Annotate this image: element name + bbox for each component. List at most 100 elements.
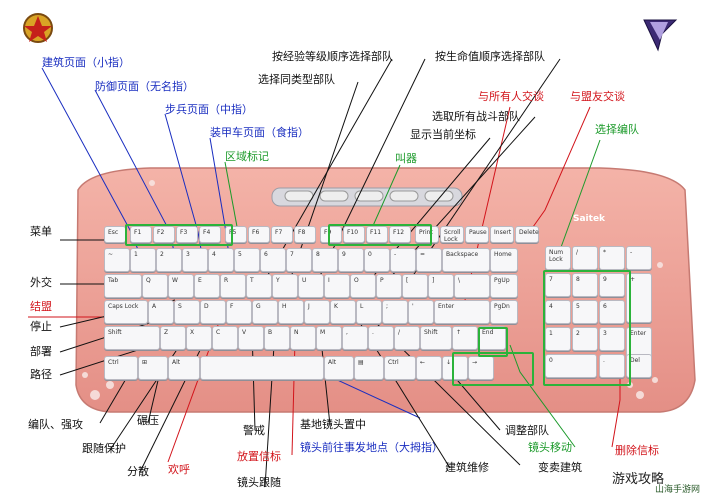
- key-label: N: [294, 329, 299, 336]
- key-label: S: [178, 303, 182, 310]
- key-label: End: [482, 329, 494, 336]
- key-label: I: [328, 277, 330, 284]
- key: F2: [153, 226, 175, 243]
- key-label: ': [412, 303, 414, 310]
- key-label: D: [204, 303, 209, 310]
- key-label: 0: [549, 357, 553, 364]
- key-label: Delete: [519, 229, 539, 236]
- key-label: Scroll Lock: [444, 229, 461, 243]
- key: =: [416, 248, 442, 272]
- key-label: ,: [346, 329, 348, 336]
- key-label: X: [190, 329, 195, 336]
- key: V: [238, 326, 264, 350]
- label-cheer: 欢呼: [168, 463, 190, 476]
- label-camera-event: 镜头前往事发地点（大拇指）: [300, 441, 443, 454]
- key-label: PgDn: [494, 303, 510, 310]
- key: Insert: [490, 226, 514, 243]
- label-chat-allies: 与盟友交谈: [570, 90, 625, 103]
- key: P: [376, 274, 402, 298]
- label-adjust-unit: 调整部队: [505, 424, 549, 437]
- key-label: Backspace: [446, 251, 479, 258]
- label-place-beacon: 放置信标: [237, 450, 281, 463]
- key-label: Del: [630, 357, 640, 364]
- key-label: +: [630, 276, 636, 283]
- label-area-mark: 区域标记: [225, 150, 269, 163]
- key: H: [278, 300, 304, 324]
- key: Caps Lock: [104, 300, 148, 324]
- key-label: Insert: [494, 229, 512, 236]
- key: Pause: [465, 226, 489, 243]
- game-emblem-icon: [20, 10, 60, 54]
- key: .: [368, 326, 394, 350]
- key-label: Q: [146, 277, 151, 284]
- key-label: ;: [386, 303, 389, 310]
- label-diplomacy: 外交: [30, 276, 52, 289]
- key-label: F2: [157, 229, 165, 236]
- key-label: J: [308, 303, 310, 310]
- key: F9: [320, 226, 342, 243]
- key: F7: [271, 226, 293, 243]
- label-infantry-page: 步兵页面（中指）: [165, 103, 253, 116]
- key-label: 8: [316, 251, 320, 258]
- key: 6: [599, 300, 625, 324]
- key: K: [330, 300, 356, 324]
- key: G: [252, 300, 278, 324]
- key: 2: [156, 248, 182, 272]
- key: ;: [382, 300, 408, 324]
- key-label: F10: [347, 229, 359, 236]
- key: I: [324, 274, 350, 298]
- key: B: [264, 326, 290, 350]
- key: M: [316, 326, 342, 350]
- key-label: 2: [576, 330, 580, 337]
- key: /: [394, 326, 420, 350]
- label-camera-move: 镜头移动: [528, 441, 572, 454]
- key: N: [290, 326, 316, 350]
- key-label: F8: [298, 229, 306, 236]
- key: [: [402, 274, 428, 298]
- key: ↑: [452, 326, 478, 350]
- key-label: E: [198, 277, 202, 284]
- key-label: =: [420, 251, 426, 258]
- key: X: [186, 326, 212, 350]
- label-group-force-attack: 编队、强攻: [28, 418, 83, 431]
- label-menu: 菜单: [30, 225, 52, 238]
- key-label: 1: [134, 251, 138, 258]
- key: F3: [176, 226, 198, 243]
- key-label: [: [406, 277, 409, 284]
- key: →: [468, 356, 494, 380]
- key-label: 6: [264, 251, 268, 258]
- key-label: Caps Lock: [108, 303, 139, 310]
- key-label: 5: [238, 251, 242, 258]
- label-center-base: 基地镜头置中: [300, 418, 366, 431]
- key-label: T: [250, 277, 254, 284]
- key-label: Esc: [108, 229, 119, 236]
- label-guard: 警戒: [243, 424, 265, 437]
- key: 5: [234, 248, 260, 272]
- key-label: B: [268, 329, 273, 336]
- key: .: [599, 354, 625, 378]
- key-label: 1: [549, 330, 553, 337]
- key: PgUp: [490, 274, 518, 298]
- key: W: [168, 274, 194, 298]
- key-label: R: [224, 277, 229, 284]
- highlight-f1-f4: [125, 224, 233, 246]
- key: ⊞: [138, 356, 168, 380]
- key: 9: [338, 248, 364, 272]
- key-label: Enter: [630, 330, 647, 337]
- key: 7: [286, 248, 312, 272]
- key-label: PgUp: [494, 277, 510, 284]
- key-label: 9: [342, 251, 346, 258]
- key-label: F: [230, 303, 234, 310]
- key: Z: [160, 326, 186, 350]
- key: F10: [343, 226, 365, 243]
- label-stop: 停止: [30, 320, 52, 333]
- key-label: C: [216, 329, 221, 336]
- brand-logo-icon: [640, 14, 680, 58]
- watermark-site: 山海手游网: [655, 485, 701, 495]
- key: 4: [208, 248, 234, 272]
- key: F8: [294, 226, 316, 243]
- key-label: W: [172, 277, 178, 284]
- label-scatter: 分散: [127, 465, 149, 478]
- highlight-arrow-keys: [452, 352, 534, 386]
- label-follow-guard: 跟随保护: [82, 442, 126, 455]
